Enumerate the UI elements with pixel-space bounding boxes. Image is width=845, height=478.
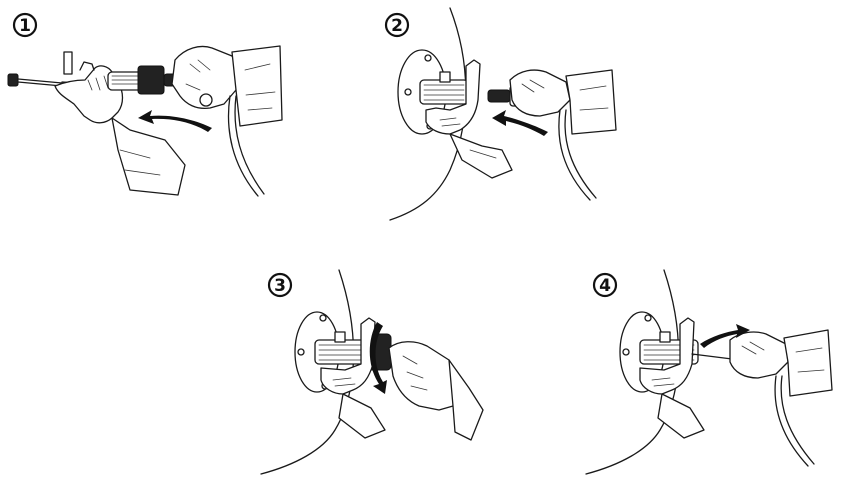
step-1-illustration <box>0 0 300 210</box>
step-4-panel: 4 <box>580 260 842 475</box>
step-3-illustration <box>255 260 495 475</box>
step-4-illustration <box>580 260 842 475</box>
step-2-illustration <box>370 0 680 225</box>
step-1-panel: 1 <box>0 0 300 210</box>
right-hand <box>389 342 483 440</box>
insert-arrow <box>138 110 212 132</box>
step-3-panel: 3 <box>255 260 495 475</box>
step-2-panel: 2 <box>370 0 680 225</box>
right-hand <box>172 46 282 126</box>
